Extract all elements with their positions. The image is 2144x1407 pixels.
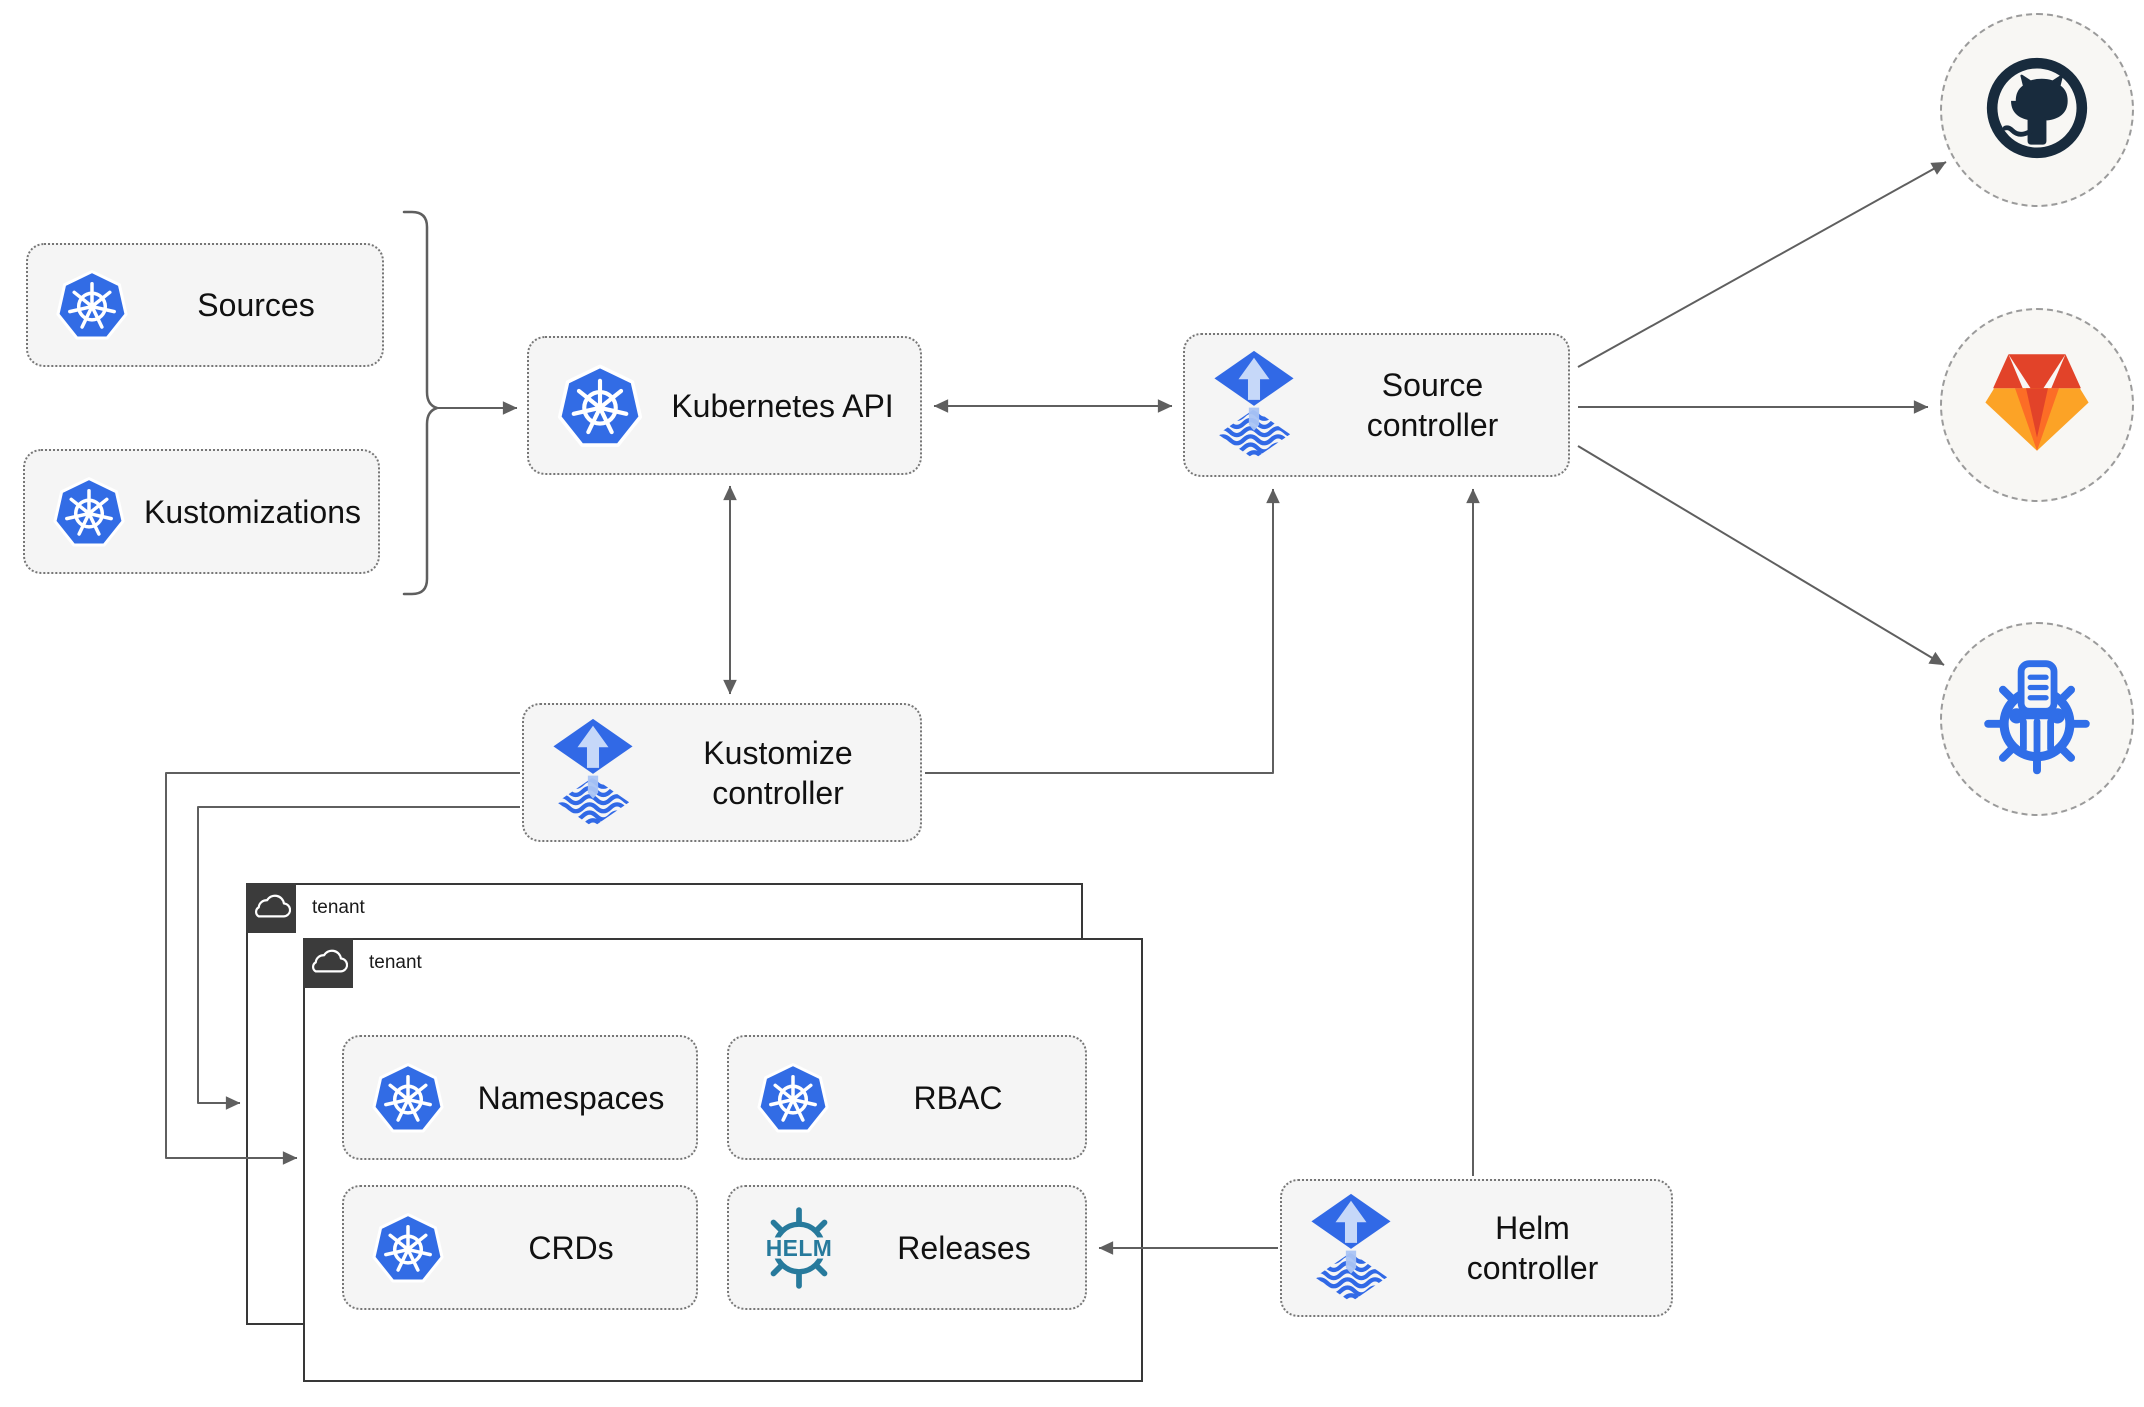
flux-icon xyxy=(1211,349,1297,461)
node-releases: HELM Releases xyxy=(727,1185,1087,1310)
node-label: Helm controller xyxy=(1466,1210,1599,1286)
flux-icon xyxy=(550,717,636,829)
tenant-label: tenant xyxy=(369,952,422,973)
node-label: Kubernetes API xyxy=(671,387,894,424)
github-icon xyxy=(1978,49,2096,172)
flux-icon xyxy=(1308,1192,1394,1304)
node-label: CRDs xyxy=(528,1229,614,1266)
kubernetes-icon xyxy=(755,1060,831,1136)
kubernetes-icon xyxy=(555,361,645,451)
node-label: RBAC xyxy=(913,1079,1003,1116)
node-label: Sources xyxy=(197,287,315,323)
tenant-label: tenant xyxy=(312,897,365,918)
cloud-icon xyxy=(303,938,353,988)
node-label: Namespaces xyxy=(477,1079,665,1116)
node-helm-controller: Helm controller xyxy=(1280,1179,1673,1317)
gitlab-icon xyxy=(1982,352,2092,458)
node-sources: Sources xyxy=(26,243,384,367)
edge-kustomize-source xyxy=(925,488,1280,774)
kubernetes-icon xyxy=(370,1060,446,1136)
node-kubernetes-api: Kubernetes API xyxy=(527,336,922,475)
node-label: Kustomize controller xyxy=(703,734,853,811)
node-kustomize-controller: Kustomize controller xyxy=(522,703,922,842)
node-label: Releases xyxy=(897,1229,1031,1266)
node-source-controller: Source controller xyxy=(1183,333,1570,477)
edge-source-helmrepo xyxy=(1577,445,1945,666)
helm-repository-provider xyxy=(1940,622,2134,816)
node-rbac: RBAC xyxy=(727,1035,1087,1160)
helm-icon: HELM xyxy=(755,1204,843,1292)
edge-brace xyxy=(402,210,439,596)
node-crds: CRDs xyxy=(342,1185,698,1310)
node-label: Source controller xyxy=(1366,367,1499,443)
kubernetes-icon xyxy=(54,267,130,343)
node-kustomizations: Kustomizations xyxy=(23,449,380,574)
cloud-icon xyxy=(246,883,296,933)
github-provider xyxy=(1940,13,2134,207)
gitlab-provider xyxy=(1940,308,2134,502)
tenant-group-front: tenant xyxy=(303,938,1143,1382)
node-namespaces: Namespaces xyxy=(342,1035,698,1160)
edge-source-github xyxy=(1577,161,1947,368)
node-label: Kustomizations xyxy=(144,493,361,530)
helm-repository-icon xyxy=(1978,658,2096,781)
kubernetes-icon xyxy=(51,474,127,550)
kubernetes-icon xyxy=(370,1210,446,1286)
helm-logo-text: HELM xyxy=(766,1234,833,1260)
